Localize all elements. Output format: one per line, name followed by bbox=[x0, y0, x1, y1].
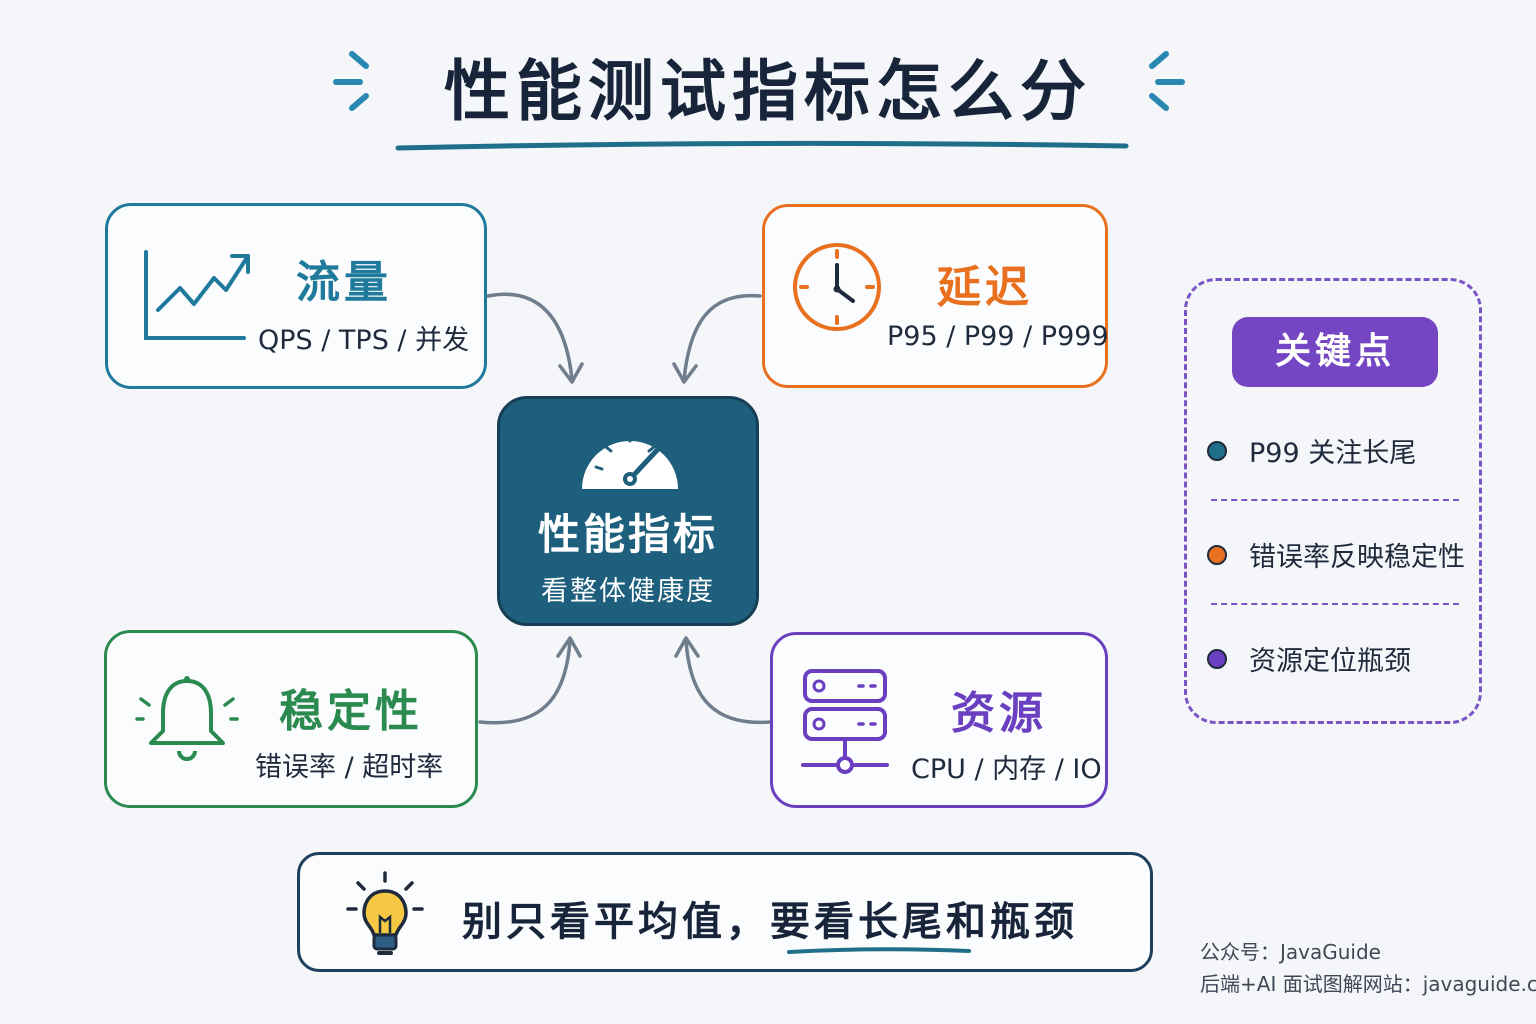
trend-chart-icon bbox=[144, 250, 250, 340]
center-title: 性能指标 bbox=[537, 510, 718, 559]
center-subtitle: 看整体健康度 bbox=[541, 576, 715, 607]
arrow-traffic bbox=[486, 292, 574, 382]
stability-subtitle: 错误率 / 超时率 bbox=[255, 752, 444, 783]
resource-card: 资源 CPU / 内存 / IO bbox=[770, 632, 1108, 808]
latency-subtitle: P95 / P99 / P999 bbox=[887, 321, 1109, 352]
traffic-subtitle: QPS / TPS / 并发 bbox=[258, 325, 470, 356]
bell-icon bbox=[135, 676, 239, 761]
arrow-resource bbox=[684, 638, 772, 725]
arrow-latency bbox=[682, 293, 762, 382]
resource-title: 资源 bbox=[951, 688, 1047, 739]
latency-title: 延迟 bbox=[937, 262, 1033, 313]
title-sparkle-right-icon bbox=[1149, 51, 1185, 111]
gauge-icon bbox=[582, 433, 678, 489]
bullet-dot bbox=[1207, 544, 1227, 565]
key-point-item: 资源定位瓶颈 bbox=[1207, 639, 1411, 678]
clock-icon bbox=[793, 243, 881, 331]
key-point-text: 错误率反映稳定性 bbox=[1249, 542, 1465, 573]
arrow-stability bbox=[478, 638, 572, 725]
title-underline bbox=[395, 140, 1129, 151]
stability-title: 稳定性 bbox=[279, 686, 423, 737]
bullet-dot bbox=[1207, 440, 1227, 461]
footer-line-1: 公众号：JavaGuide bbox=[1200, 940, 1381, 964]
key-point-item: 错误率反映稳定性 bbox=[1207, 535, 1465, 574]
stability-card: 稳定性 错误率 / 超时率 bbox=[104, 630, 478, 808]
key-points-panel: 关键点 P99 关注长尾 错误率反映稳定性 资源定位瓶颈 bbox=[1184, 278, 1482, 724]
key-point-text: 资源定位瓶颈 bbox=[1249, 646, 1411, 677]
page-title: 性能测试指标怎么分 bbox=[444, 53, 1092, 130]
traffic-card: 流量 QPS / TPS / 并发 bbox=[105, 203, 487, 389]
bottom-tip-text: 别只看平均值，要看长尾和瓶颈 bbox=[462, 889, 1078, 947]
latency-card: 延迟 P95 / P99 / P999 bbox=[762, 204, 1109, 388]
resource-subtitle: CPU / 内存 / IO bbox=[911, 754, 1102, 785]
traffic-title: 流量 bbox=[296, 257, 392, 308]
center-node: 性能指标 看整体健康度 bbox=[497, 396, 759, 626]
title-sparkle-left-icon bbox=[333, 51, 369, 111]
tip-text-emphasis: 要看长尾和瓶颈 bbox=[770, 899, 1078, 945]
key-point-text: P99 关注长尾 bbox=[1249, 438, 1417, 469]
divider bbox=[1211, 499, 1459, 501]
emphasis-underline bbox=[787, 947, 971, 954]
bottom-tip: 别只看平均值，要看长尾和瓶颈 bbox=[297, 852, 1153, 972]
server-icon bbox=[801, 669, 889, 774]
key-points-title: 关键点 bbox=[1232, 317, 1438, 387]
footer-line-2: 后端+AI 面试图解网站：javaguide.cn bbox=[1200, 972, 1536, 996]
lightbulb-icon bbox=[346, 871, 424, 955]
key-point-item: P99 关注长尾 bbox=[1207, 431, 1416, 470]
bullet-dot bbox=[1207, 648, 1227, 669]
tip-text-before: 别只看平均值， bbox=[462, 899, 770, 945]
divider bbox=[1211, 603, 1459, 605]
